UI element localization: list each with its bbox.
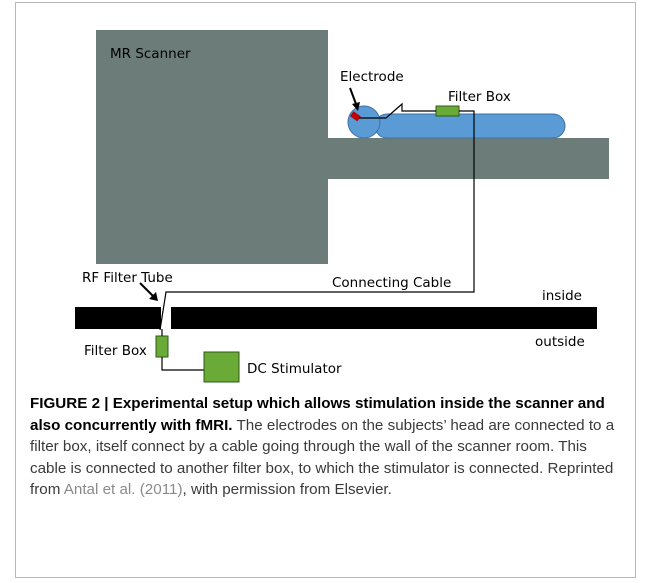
scanner-bed (328, 138, 609, 179)
experimental-setup-diagram: MR Scanner Electrode Filter Box Connecti… (75, 30, 609, 383)
caption-body-start: The electrodes on the subjects’ head are… (30, 416, 615, 499)
caption-body-end: , with permission from Elsevier. (182, 481, 392, 498)
electrode-arrow-head (352, 102, 360, 111)
electrode-label: Electrode (340, 69, 404, 85)
rf-filter-tube-arrow-head (149, 292, 158, 301)
electrode-cable (359, 102, 436, 119)
filter-box-top-label: Filter Box (448, 89, 511, 105)
rf-filter-tube-label: RF Filter Tube (82, 270, 173, 286)
mr-scanner-block (96, 30, 328, 264)
electrode-pad (350, 111, 361, 122)
dc-stimulator-box (203, 351, 240, 383)
figure-caption: FIGURE 2 | Experimental setup which allo… (30, 393, 626, 501)
dc-stimulator-label: DC Stimulator (247, 361, 342, 377)
wall-right (171, 307, 597, 329)
caption-reference-link[interactable]: Antal et al. (2011) (63, 481, 183, 498)
connecting-cable-label: Connecting Cable (332, 275, 451, 291)
wall-left (75, 307, 161, 329)
subject-head (347, 105, 381, 139)
outside-label: outside (535, 334, 585, 350)
electrode-arrow-line (349, 87, 357, 105)
inside-label: inside (542, 288, 582, 304)
mr-scanner-label: MR Scanner (110, 46, 191, 62)
rf-filter-tube-arrow-line (139, 282, 154, 297)
caption-title: FIGURE 2 | Experimental setup which allo… (30, 395, 605, 434)
subject-body (374, 113, 566, 139)
stimulator-cable (161, 357, 204, 371)
filter-box-bottom-label: Filter Box (84, 343, 147, 359)
filter-box-bottom (155, 335, 169, 358)
connecting-cable (159, 110, 475, 331)
filter-box-top (435, 105, 460, 117)
